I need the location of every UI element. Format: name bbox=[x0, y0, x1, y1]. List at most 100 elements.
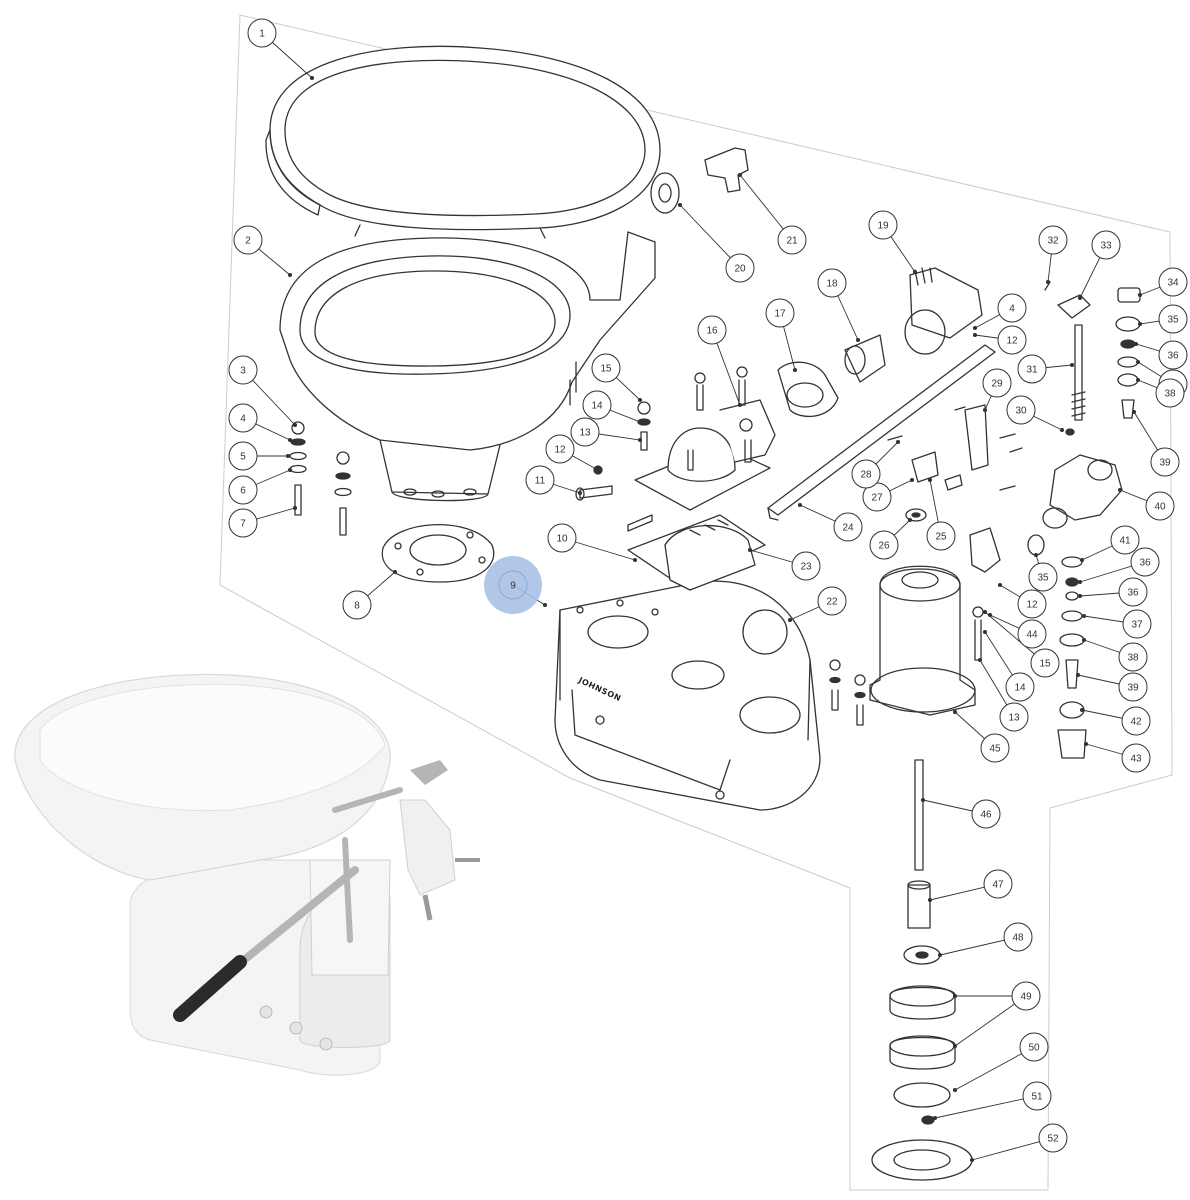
callout-label-31: 31 bbox=[1026, 365, 1038, 376]
leader-tip bbox=[969, 1157, 975, 1163]
callout-circle-28 bbox=[851, 459, 881, 489]
callout-circle-44 bbox=[1017, 619, 1047, 649]
leader-tip bbox=[1079, 557, 1085, 563]
callout-label-24: 24 bbox=[842, 523, 854, 534]
callout-label-48: 48 bbox=[1012, 933, 1024, 944]
leader-tip bbox=[952, 993, 958, 999]
leader-tip bbox=[285, 453, 291, 459]
callout-label-42: 42 bbox=[1130, 717, 1142, 728]
check-ball bbox=[742, 609, 788, 655]
pump-head-assembly bbox=[1042, 281, 1141, 529]
callout-circle-25 bbox=[926, 521, 956, 551]
hose-fittings bbox=[650, 147, 983, 418]
leader-tip bbox=[637, 397, 643, 403]
callout-label-23: 23 bbox=[800, 562, 812, 573]
callout-circle-36 bbox=[1158, 340, 1188, 370]
callout-circle-22 bbox=[817, 586, 847, 616]
leader-tip bbox=[912, 269, 918, 275]
callout-label-19: 19 bbox=[877, 221, 889, 232]
callout-circle-11 bbox=[525, 465, 555, 495]
callout-label-36: 36 bbox=[1127, 588, 1139, 599]
callout-circle-19 bbox=[868, 210, 898, 240]
callout-circle-15 bbox=[591, 353, 621, 383]
callout-circle-16 bbox=[697, 315, 727, 345]
leader-tip bbox=[1077, 295, 1083, 301]
intake-valve-housing bbox=[634, 366, 776, 511]
callout-circle-5 bbox=[228, 441, 258, 471]
callout-label-36: 36 bbox=[1167, 351, 1179, 362]
callout-circle-42 bbox=[1121, 706, 1151, 736]
leader-tip bbox=[1081, 613, 1087, 619]
leader-tip bbox=[920, 797, 926, 803]
callout-label-2: 2 bbox=[245, 236, 251, 247]
leader-tip bbox=[797, 502, 803, 508]
callout-circle-43 bbox=[1121, 743, 1151, 773]
callout-label-29: 29 bbox=[991, 379, 1003, 390]
callout-label-16: 16 bbox=[706, 326, 718, 337]
leader-tip bbox=[1033, 552, 1039, 558]
callout-circle-37 bbox=[1122, 609, 1152, 639]
callout-circle-50 bbox=[1019, 1032, 1049, 1062]
callout-label-22: 22 bbox=[826, 597, 838, 608]
callout-circle-13 bbox=[999, 702, 1029, 732]
center-fastener-stack bbox=[637, 401, 651, 451]
leader-tip bbox=[287, 437, 293, 443]
leader-tip bbox=[997, 582, 1003, 588]
callout-label-45: 45 bbox=[989, 744, 1001, 755]
callout-circle-8 bbox=[342, 590, 372, 620]
callout-circle-40 bbox=[1145, 491, 1175, 521]
callout-label-46: 46 bbox=[980, 810, 992, 821]
callout-circle-24 bbox=[833, 512, 863, 542]
leader-tip bbox=[952, 709, 958, 715]
leader-tip bbox=[747, 547, 753, 553]
leader-tip bbox=[982, 629, 988, 635]
callout-label-40: 40 bbox=[1154, 502, 1166, 513]
callout-label-7: 7 bbox=[240, 519, 246, 530]
callout-circle-52 bbox=[1038, 1123, 1068, 1153]
callout-label-18: 18 bbox=[826, 279, 838, 290]
callout-circle-46 bbox=[971, 799, 1001, 829]
callout-label-51: 51 bbox=[1031, 1092, 1043, 1103]
callout-circle-12 bbox=[1017, 589, 1047, 619]
leader-tip bbox=[737, 172, 743, 178]
toilet-seat-lid bbox=[265, 45, 661, 239]
leader-tip bbox=[977, 657, 983, 663]
callout-circle-41 bbox=[1110, 525, 1140, 555]
callout-label-37: 37 bbox=[1131, 620, 1143, 631]
callout-labels: 1234567891011121314151617181920212223242… bbox=[228, 18, 1188, 1153]
callout-circle-32 bbox=[1038, 225, 1068, 255]
callout-label-13: 13 bbox=[579, 428, 591, 439]
leader-tip bbox=[927, 897, 933, 903]
callout-label-26: 26 bbox=[878, 541, 890, 552]
callout-circle-3 bbox=[228, 355, 258, 385]
callout-circle-12 bbox=[545, 434, 575, 464]
callout-circle-51 bbox=[1022, 1081, 1052, 1111]
callout-label-14: 14 bbox=[591, 401, 603, 412]
callout-circle-29 bbox=[982, 368, 1012, 398]
leader-tip bbox=[309, 75, 315, 81]
callout-label-20: 20 bbox=[734, 264, 746, 275]
callout-circle-15 bbox=[1030, 648, 1060, 678]
callout-label-15: 15 bbox=[1039, 659, 1051, 670]
leader-tip bbox=[932, 1115, 938, 1121]
callout-label-12: 12 bbox=[554, 445, 566, 456]
leader-tip bbox=[982, 609, 988, 615]
callout-circle-4 bbox=[997, 293, 1027, 323]
callout-label-21: 21 bbox=[786, 236, 798, 247]
leader-tip bbox=[1069, 362, 1075, 368]
callout-circle-33 bbox=[1091, 230, 1121, 260]
base-bolts bbox=[829, 659, 866, 726]
callout-circle-26 bbox=[869, 530, 899, 560]
callout-label-38: 38 bbox=[1127, 653, 1139, 664]
callout-circle-31 bbox=[1017, 354, 1047, 384]
callout-circle-39 bbox=[1118, 672, 1148, 702]
callout-circle-30 bbox=[1006, 395, 1036, 425]
callout-circle-13 bbox=[570, 417, 600, 447]
callout-label-12: 12 bbox=[1006, 336, 1018, 347]
leader-tip bbox=[637, 437, 643, 443]
callout-label-11: 11 bbox=[535, 476, 546, 487]
callout-label-35: 35 bbox=[1167, 315, 1179, 326]
leader-tip bbox=[972, 332, 978, 338]
callout-label-3: 3 bbox=[240, 366, 246, 377]
leader-tip bbox=[1083, 741, 1089, 747]
